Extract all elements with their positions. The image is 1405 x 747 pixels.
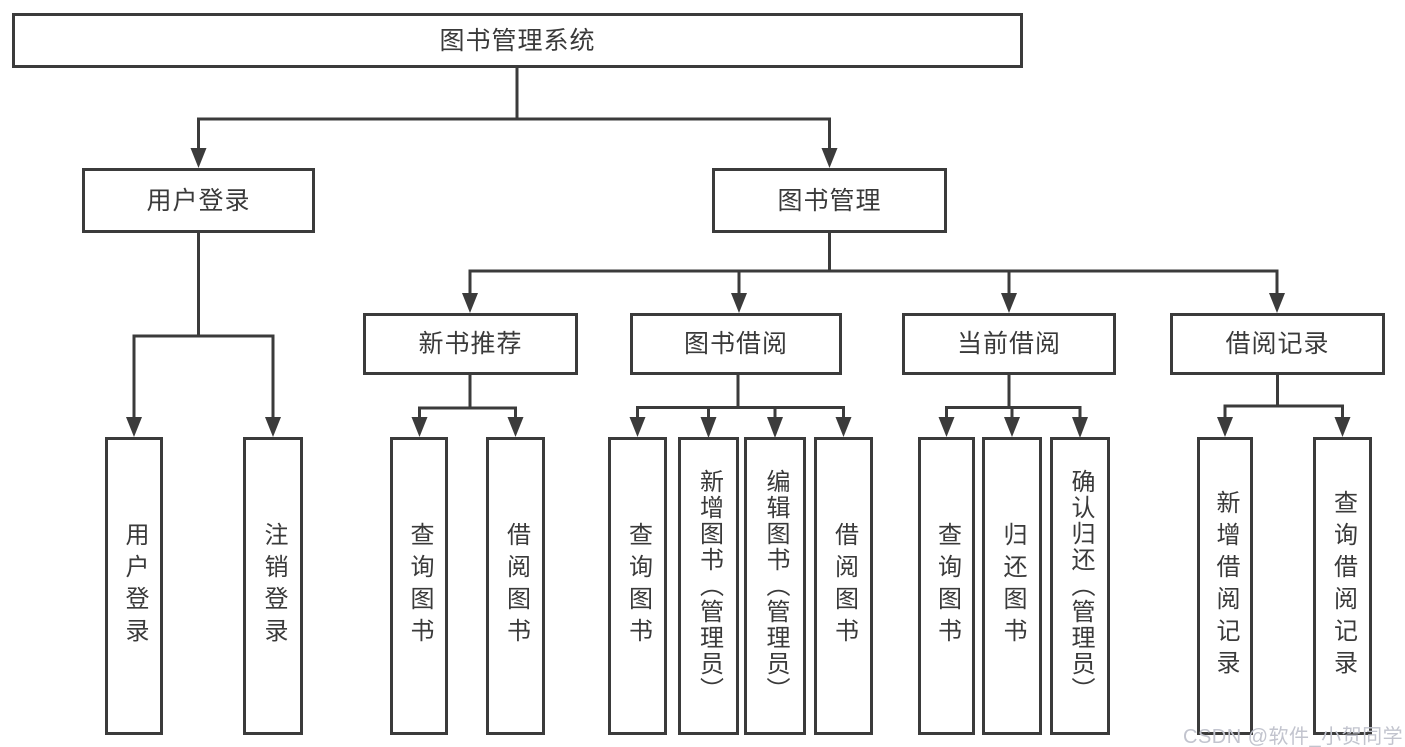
node-book-borrowing: 图书借阅 (630, 313, 842, 375)
node-borrowing-records: 借阅记录 (1170, 313, 1385, 375)
watermark-text: CSDN @软件_小贺同学 (1183, 726, 1404, 747)
leaf-borrow-books-recommend: 借阅图书 (486, 437, 545, 735)
leaf-logout-action: 注销登录 (243, 437, 303, 735)
node-user-login: 用户登录 (82, 168, 315, 233)
node-library-management-system: 图书管理系统 (12, 13, 1023, 68)
leaf-user-login-action: 用户登录 (105, 437, 163, 735)
node-book-management: 图书管理 (712, 168, 947, 233)
leaf-edit-books-admin: 编辑图书（管理员） (744, 437, 806, 735)
leaf-return-books: 归还图书 (982, 437, 1042, 735)
leaf-query-borrowing-record: 查询借阅记录 (1313, 437, 1372, 735)
leaf-query-books-current: 查询图书 (918, 437, 975, 735)
leaf-query-books-borrowing: 查询图书 (608, 437, 667, 735)
node-current-borrowing: 当前借阅 (902, 313, 1116, 375)
leaf-query-books-recommend: 查询图书 (390, 437, 448, 735)
leaf-borrow-books: 借阅图书 (814, 437, 873, 735)
leaf-add-books-admin: 新增图书（管理员） (678, 437, 739, 735)
node-new-book-recommend: 新书推荐 (363, 313, 578, 375)
leaf-confirm-return-admin: 确认归还（管理员） (1050, 437, 1110, 735)
leaf-add-borrowing-record: 新增借阅记录 (1197, 437, 1253, 735)
